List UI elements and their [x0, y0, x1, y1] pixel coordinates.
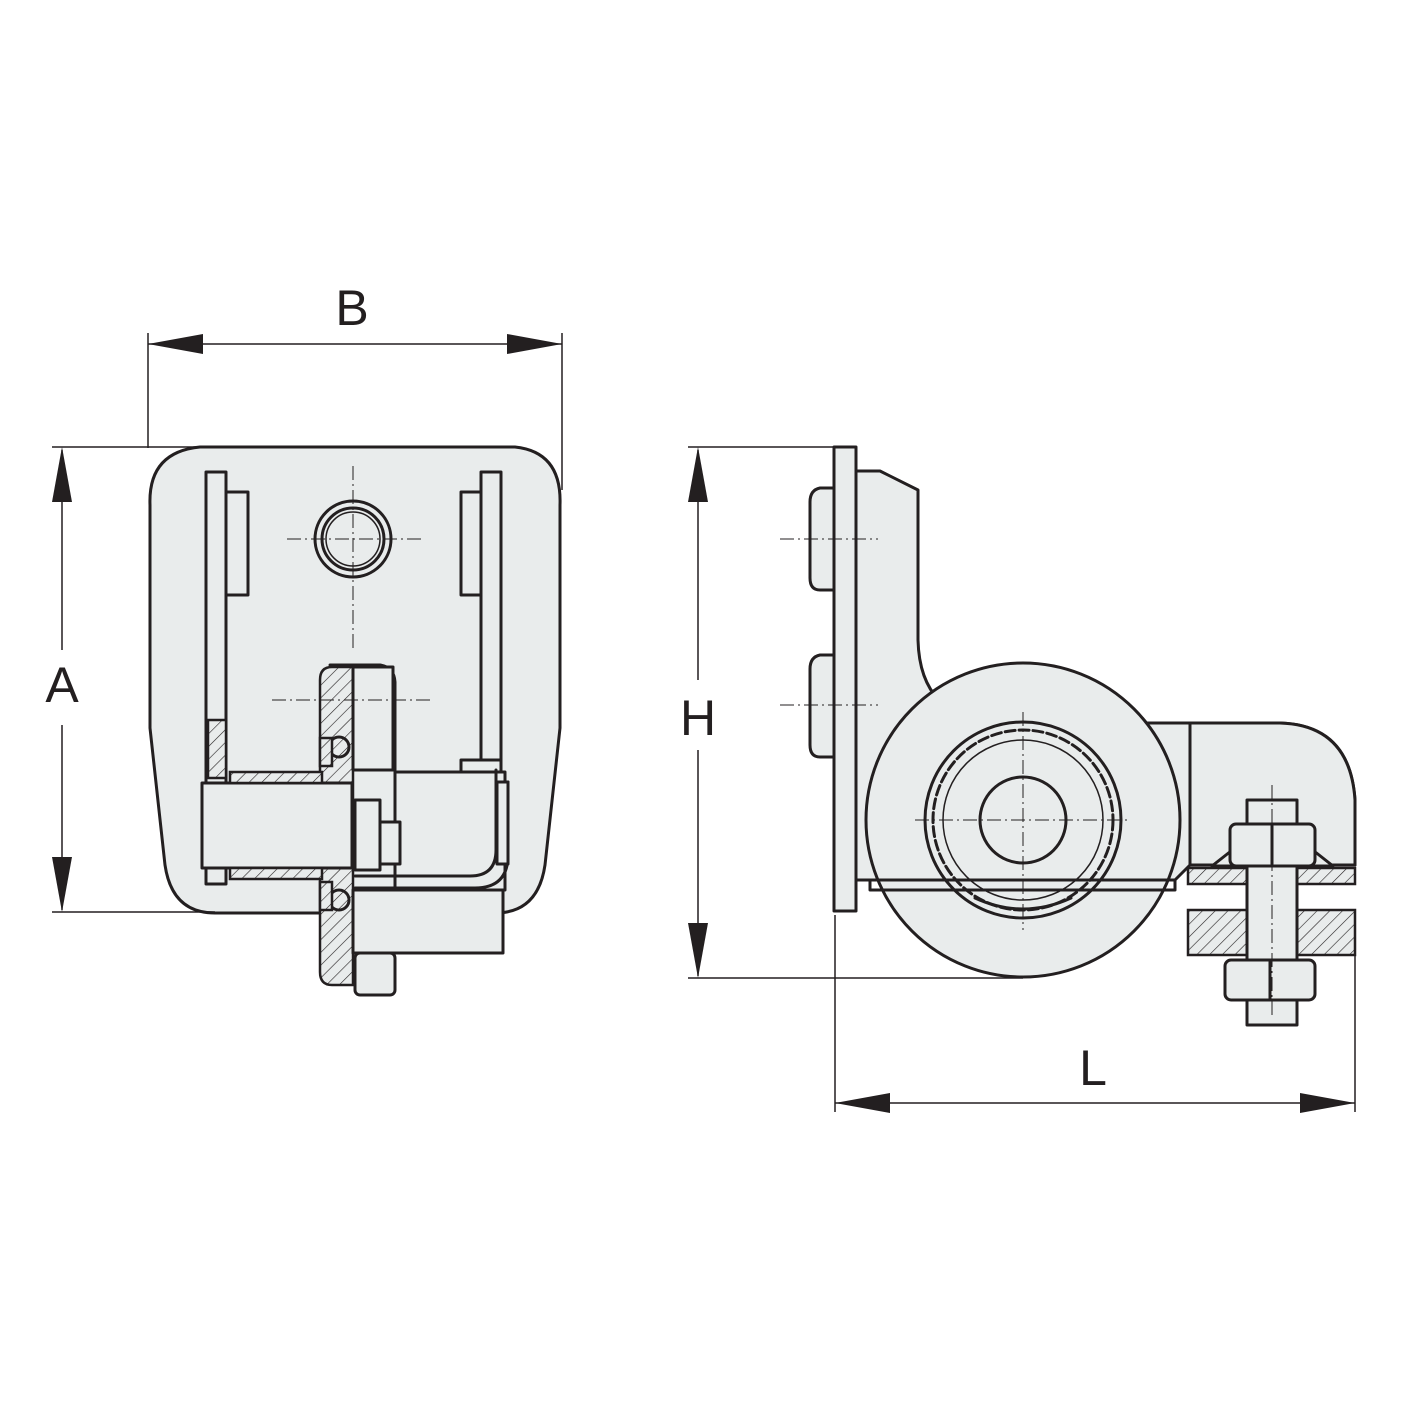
front-view: [148, 445, 562, 997]
dimension-label-L: L: [1079, 1040, 1107, 1096]
left-bracket: [204, 470, 250, 886]
dimension-A: [52, 446, 215, 913]
dimension-B: [147, 333, 563, 490]
dimension-label-B: B: [335, 280, 368, 336]
side-view: [780, 445, 1357, 1027]
side-wheel: [864, 661, 1182, 979]
dimension-L: [834, 915, 1356, 1113]
dimension-H: [688, 446, 1023, 979]
side-flange: [780, 445, 878, 913]
dimension-label-H: H: [680, 690, 716, 746]
axle-block: [200, 770, 354, 881]
mounting-hole: [287, 466, 422, 650]
right-bracket: [459, 470, 503, 774]
side-plate: [353, 768, 510, 892]
side-bolt: [1223, 785, 1317, 1027]
dimension-label-A: A: [45, 657, 79, 713]
